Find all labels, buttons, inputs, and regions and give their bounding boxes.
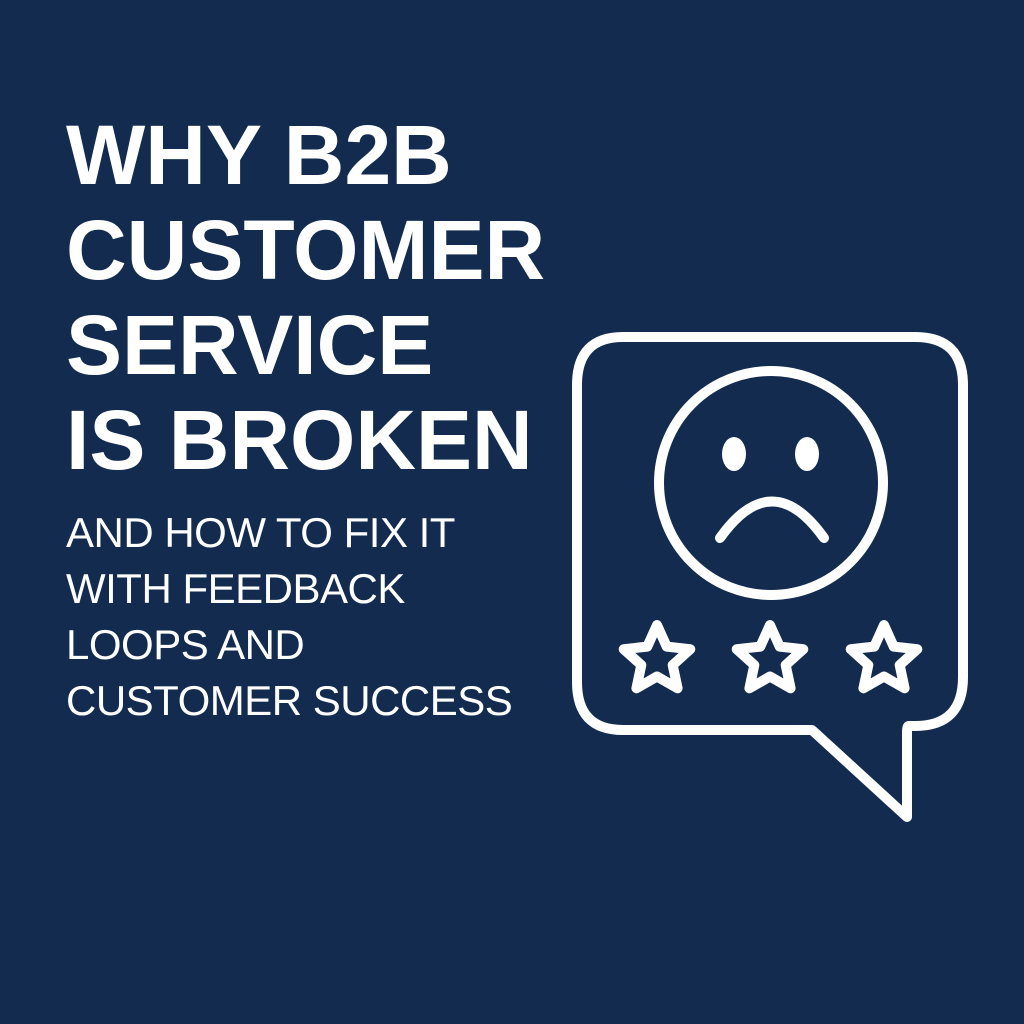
subheadline-line: AND HOW TO FIX IT — [66, 509, 455, 556]
headline-line: SERVICE — [66, 298, 434, 392]
right-eye — [795, 437, 819, 471]
headline-line: IS BROKEN — [66, 393, 533, 487]
star-icon — [618, 620, 696, 694]
speech-bubble-icon — [572, 332, 968, 822]
subheadline-line: WITH FEEDBACK — [66, 565, 405, 612]
headline-line: WHY B2B — [66, 108, 452, 202]
speech-bubble-outline — [572, 332, 968, 822]
star-icon — [845, 620, 923, 694]
star-rating — [618, 620, 923, 694]
star-icon — [731, 620, 809, 694]
subheadline-line: LOOPS AND — [66, 621, 305, 668]
left-eye — [722, 437, 746, 471]
frown-mouth — [715, 496, 829, 543]
feedback-illustration — [560, 320, 980, 840]
subheadline: AND HOW TO FIX IT WITH FEEDBACK LOOPS AN… — [66, 505, 513, 729]
headline-line: CUSTOMER — [66, 203, 546, 297]
sad-face-icon — [654, 366, 888, 600]
headline: WHY B2B CUSTOMER SERVICE IS BROKEN — [66, 108, 545, 488]
subheadline-line: CUSTOMER SUCCESS — [66, 677, 513, 724]
